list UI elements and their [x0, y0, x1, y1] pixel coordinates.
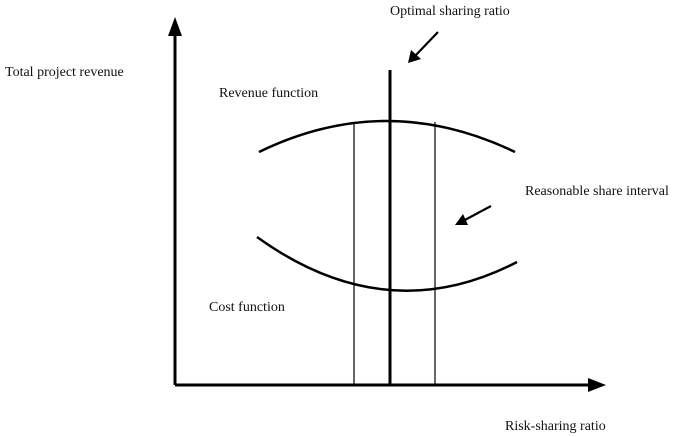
interval-pointer-arrow — [455, 205, 492, 225]
y-axis — [168, 17, 182, 385]
x-axis — [175, 378, 606, 392]
revenue-function-label: Revenue function — [219, 86, 318, 101]
x-axis-arrowhead — [588, 378, 606, 392]
revenue-function-curve — [258, 119, 516, 154]
x-axis-label: Risk-sharing ratio — [505, 419, 606, 434]
y-axis-arrowhead — [168, 17, 182, 36]
cost-function-label: Cost function — [209, 300, 285, 315]
optimal-ratio-pointer-arrow — [408, 31, 439, 63]
interval-label: Reasonable share interval — [525, 184, 669, 199]
optimal-ratio-label: Optimal sharing ratio — [390, 4, 510, 19]
y-axis-label: Total project revenue — [5, 65, 124, 80]
cost-function-curve — [256, 235, 518, 292]
